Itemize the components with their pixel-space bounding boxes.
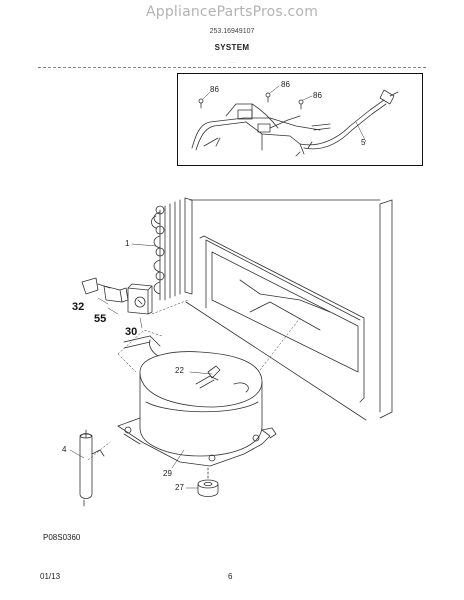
footer-page-number: 6 — [228, 572, 233, 581]
compressor-drawing — [117, 335, 277, 467]
part-label-32: 32 — [72, 301, 85, 313]
inset-label-86-right: 86 — [313, 91, 322, 100]
small-note: ....... — [228, 59, 236, 64]
part-label-29: 29 — [163, 469, 172, 478]
part-label-55: 55 — [94, 313, 107, 325]
part-label-4: 4 — [62, 445, 67, 454]
diagram-code: P08S0360 — [43, 533, 81, 542]
wiring-harness-drawing — [191, 89, 399, 157]
part-label-1: 1 — [125, 239, 130, 248]
condenser-coil-drawing — [151, 197, 193, 301]
cabinet-outline — [185, 199, 393, 421]
part-label-22: 22 — [175, 366, 184, 375]
inset-label-5: 5 — [361, 138, 366, 147]
site-watermark: AppliancePartsPros.com — [145, 4, 319, 20]
part-label-30: 30 — [125, 326, 138, 338]
model-number: 253.16949107 — [209, 28, 255, 35]
inset-label-86-center: 86 — [281, 80, 290, 89]
filter-drier-drawing — [79, 429, 105, 507]
grommet-foot-drawing — [197, 467, 219, 497]
screw-icons-inset — [198, 92, 304, 110]
part-leader-lines — [69, 243, 213, 489]
footer-date: 01/13 — [40, 572, 61, 581]
wiring-inset-frame — [177, 73, 423, 166]
section-title: SYSTEM — [214, 43, 250, 52]
inset-leader-lines — [202, 85, 367, 143]
inset-label-86-left: 86 — [210, 85, 219, 94]
relay-overload-drawing — [81, 277, 153, 315]
part-label-27: 27 — [175, 483, 184, 492]
header-divider — [38, 67, 426, 68]
construction-lines — [87, 299, 301, 461]
